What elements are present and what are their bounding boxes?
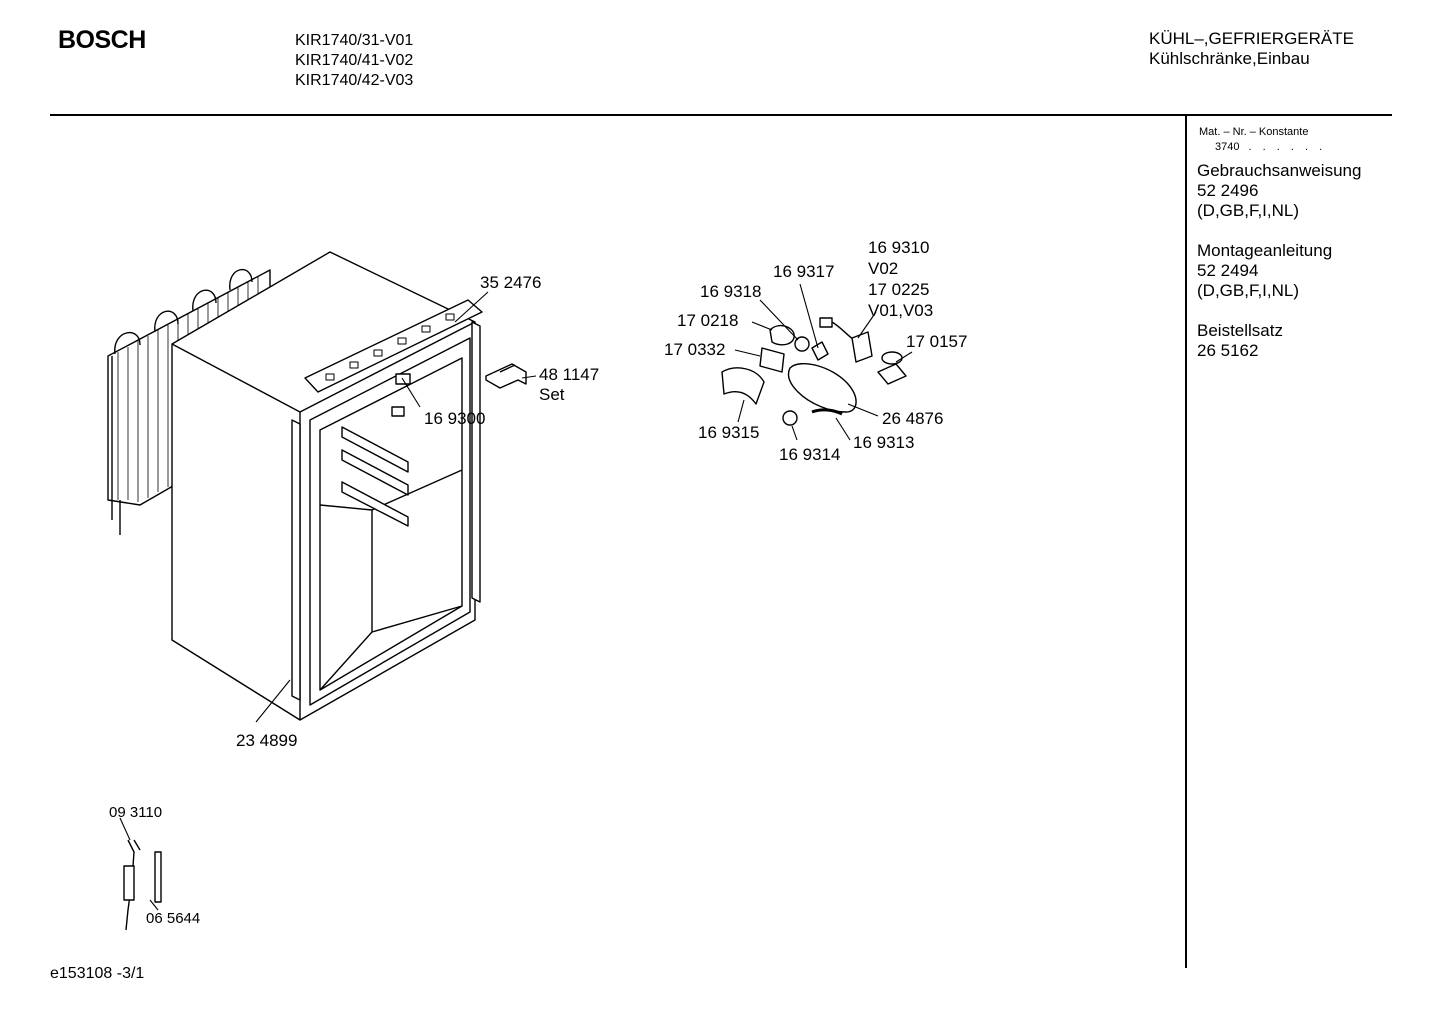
model-item: KIR1740/42-V03 bbox=[295, 72, 414, 89]
light-assembly-drawing bbox=[721, 317, 907, 426]
part-label-169300: 16 9300 bbox=[424, 409, 486, 428]
sidebar-divider bbox=[1185, 116, 1187, 968]
doc-langs: (D,GB,F,I,NL) bbox=[1197, 201, 1300, 220]
doc-user-manual: Gebrauchsanweisung 52 2496 (D,GB,F,I,NL) bbox=[1197, 161, 1361, 221]
part-label-170218: 17 0218 bbox=[677, 311, 739, 330]
model-item: KIR1740/41-V02 bbox=[295, 52, 414, 69]
mat-constant: Mat. – Nr. – Konstante 3740 . . . . . . bbox=[1199, 125, 1326, 155]
leader-lines bbox=[119, 283, 913, 911]
model-item: KIR1740/31-V01 bbox=[295, 32, 414, 49]
part-label-352476: 35 2476 bbox=[480, 273, 542, 292]
mat-value-row: 3740 . . . . . . bbox=[1199, 140, 1326, 155]
part-label-481147-note: Set bbox=[539, 385, 565, 404]
doc-title: Beistellsatz bbox=[1197, 321, 1283, 340]
part-label-234899: 23 4899 bbox=[236, 731, 298, 750]
part-label-169314: 16 9314 bbox=[779, 445, 841, 464]
doc-number: 52 2494 bbox=[1197, 261, 1259, 280]
category-line: KÜHL–,GEFRIERGERÄTE bbox=[1149, 29, 1354, 48]
part-label-169313: 16 9313 bbox=[853, 433, 915, 452]
part-label-169318: 16 9318 bbox=[700, 282, 762, 301]
brand-logo: BOSCH bbox=[58, 26, 146, 54]
header-divider bbox=[50, 114, 1392, 116]
doc-title: Gebrauchsanweisung bbox=[1197, 161, 1362, 180]
doc-langs: (D,GB,F,I,NL) bbox=[1197, 281, 1300, 300]
exploded-parts-diagram bbox=[107, 251, 913, 931]
part-label-481147: 48 1147 bbox=[539, 365, 600, 384]
part-label-065644: 06 5644 bbox=[146, 910, 201, 927]
drawing-id: e153108 -3/1 bbox=[50, 965, 145, 982]
part-label-170225-variant: V01,V03 bbox=[868, 301, 934, 320]
sensor-drawing bbox=[123, 839, 162, 931]
doc-number: 26 5162 bbox=[1197, 341, 1259, 360]
mat-value: 3740 bbox=[1215, 141, 1240, 153]
part-label-093110: 09 3110 bbox=[109, 804, 163, 821]
part-label-169310: 16 9310 bbox=[868, 238, 930, 257]
part-label-170157: 17 0157 bbox=[906, 332, 968, 351]
part-label-264876: 26 4876 bbox=[882, 409, 944, 428]
cabinet-drawing bbox=[171, 251, 483, 721]
doc-title: Montageanleitung bbox=[1197, 241, 1333, 260]
part-label-169317: 16 9317 bbox=[773, 262, 835, 281]
doc-accessory-kit: Beistellsatz 26 5162 bbox=[1197, 321, 1283, 361]
category-line: Kühlschränke,Einbau bbox=[1149, 49, 1310, 68]
mat-label: Mat. – Nr. – Konstante bbox=[1199, 126, 1309, 138]
bracket-drawing bbox=[485, 363, 527, 389]
category-heading: KÜHL–,GEFRIERGERÄTE Kühlschränke,Einbau bbox=[1149, 29, 1354, 69]
doc-installation-manual: Montageanleitung 52 2494 (D,GB,F,I,NL) bbox=[1197, 241, 1332, 301]
part-label-169310-variant: V02 bbox=[868, 259, 899, 278]
doc-number: 52 2496 bbox=[1197, 181, 1259, 200]
part-label-170332: 17 0332 bbox=[664, 340, 726, 359]
part-label-170225: 17 0225 bbox=[868, 280, 930, 299]
model-list: KIR1740/31-V01 KIR1740/41-V02 KIR1740/42… bbox=[295, 31, 413, 91]
part-label-169315: 16 9315 bbox=[698, 423, 760, 442]
mat-dots: . . . . . . bbox=[1248, 141, 1327, 153]
